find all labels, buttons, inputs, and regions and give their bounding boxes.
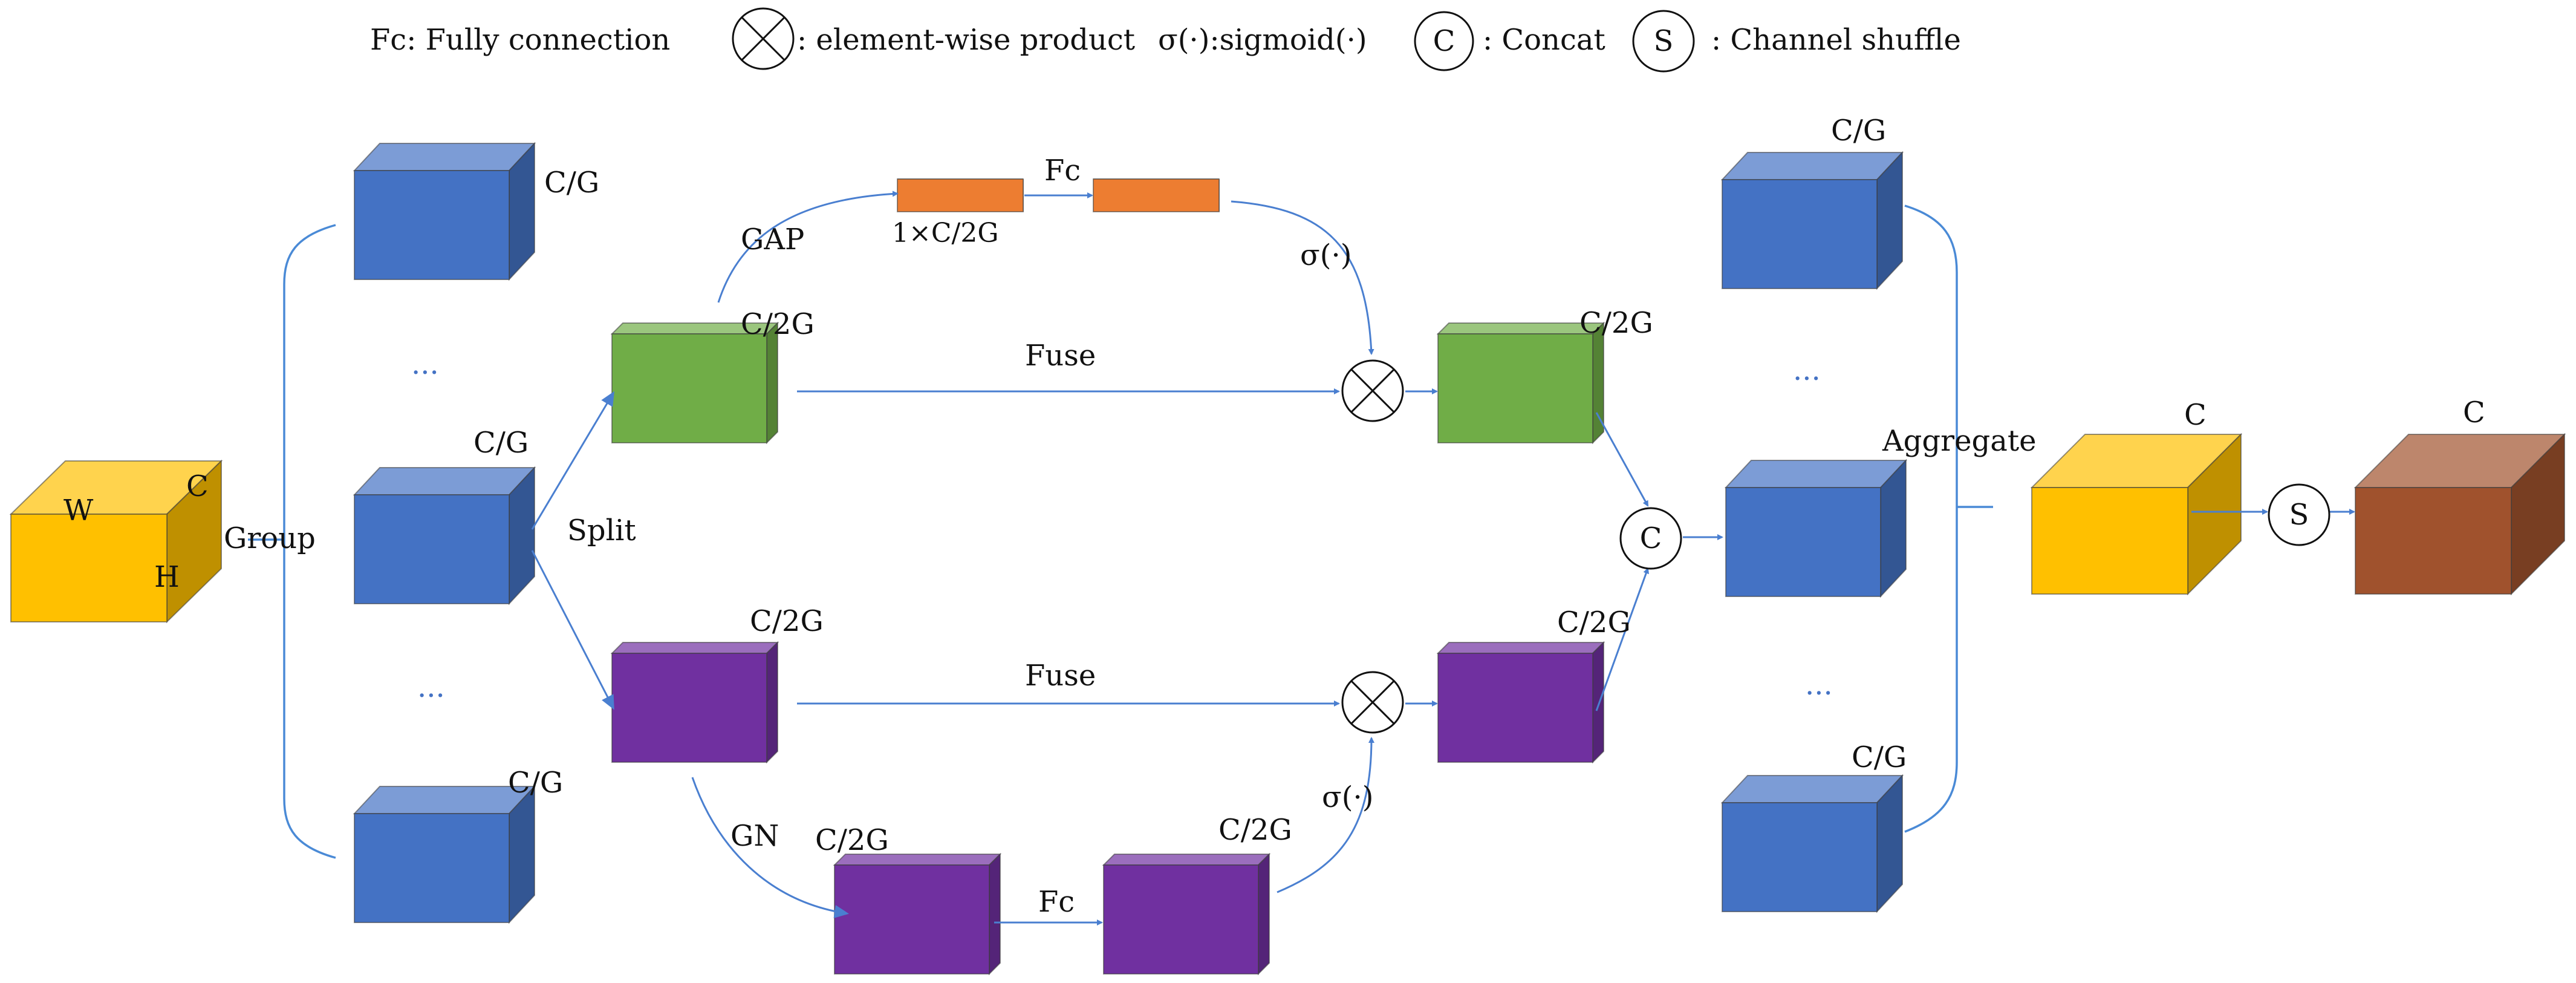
aggregate-label: Aggregate [1882,424,2037,458]
feature-blocks [9,142,2566,976]
fc-vector-2 [1093,178,1220,212]
sigma-top-label: σ(·) [1300,238,1351,272]
top-out-block [1436,321,1605,445]
bottom-split-block [610,641,779,764]
shuffle-node: S [2268,483,2330,546]
fc-top-label: Fc [1044,154,1081,188]
output-cube [2353,433,2566,596]
input-h-label: H [154,560,180,594]
concat-top-arrow [1595,412,1649,507]
group-1-label: C/G [544,166,599,200]
gap-arrow [717,191,899,303]
top-out-label: C/2G [1579,306,1653,340]
right-group-block-1 [1720,151,1904,290]
sigma-top-arrow [1231,200,1374,355]
group-block-2 [353,466,536,606]
split-top-arrow [531,391,615,530]
top-split-block [610,321,779,445]
input-w-label: W [63,494,94,527]
shuffle-legend-icon: S [1632,10,1695,73]
aggregated-c-label: C [2184,398,2207,432]
right-group-3-label: C/G [1852,740,1907,774]
concat-bottom-arrow [1595,567,1649,711]
aggregated-cube [2030,433,2243,596]
group-block-3 [353,785,536,924]
dots-right-bottom: ... [1805,668,1833,702]
concat-legend-symbol: C [1433,24,1456,58]
gn-label: GN [730,819,779,853]
dots-right-top: ... [1793,353,1821,387]
aggregate-brace [1904,204,1993,833]
right-group-1-label: C/G [1831,114,1886,148]
concat-legend-icon: C [1414,11,1474,71]
connections [531,191,2355,926]
legend-fc-text: Fc: Fully connection [370,23,670,57]
bottom-in-label: C/2G [750,604,824,638]
bottom-out-block [1436,641,1605,764]
product-bottom-icon [1341,671,1404,734]
vector-label: 1×C/2G [892,218,999,249]
legend-product-text: : element-wise product [797,23,1135,57]
labels: W C H Group Split Aggregate C/G C/G C/G … [63,114,2485,919]
fuse-top-label: Fuse [1025,339,1096,373]
fuse-bottom-label: Fuse [1025,659,1096,693]
gn-arrow [691,777,849,918]
gn-block [833,852,1002,976]
legend-sigmoid-text: σ(·):sigmoid(·) [1158,23,1367,57]
group-3-label: C/G [508,766,563,800]
concat-node: C [1619,507,1682,570]
top-in-label: C/2G [741,307,815,341]
group-2-label: C/G [473,426,529,460]
sigma-bottom-label: σ(·) [1322,780,1373,814]
element-wise-product-icon [732,7,795,70]
output-c-label: C [2463,396,2485,429]
gn-block-label: C/2G [815,823,889,857]
shuffle-node-symbol: S [2289,498,2309,532]
input-feature-cube [9,459,223,624]
dots-left-top: ... [411,347,439,381]
input-c-label: C [186,469,209,503]
fc-vector-1 [897,178,1024,212]
legend: Fc: Fully connection : element-wise prod… [370,7,1961,73]
shuffle-legend-symbol: S [1654,24,1674,58]
group-brace [248,224,336,859]
legend-concat-text: : Concat [1483,23,1605,57]
gap-label: GAP [741,223,804,256]
product-top-icon [1341,359,1404,422]
group-label: Group [224,521,316,555]
fc-bottom-label: Fc [1038,885,1075,919]
right-group-block-2 [1724,459,1908,598]
dots-left-bottom: ... [417,670,445,704]
split-label: Split [567,514,636,547]
sigma-bottom-arrow [1277,737,1374,893]
fc-block-label: C/2G [1218,813,1292,847]
legend-shuffle-text: : Channel shuffle [1711,23,1961,57]
bottom-out-label: C/2G [1557,606,1631,639]
split-bottom-arrow [531,550,614,710]
concat-node-symbol: C [1640,521,1662,555]
group-block-1 [353,142,536,281]
fc-bottom-block [1102,852,1271,976]
right-group-block-3 [1720,774,1904,913]
